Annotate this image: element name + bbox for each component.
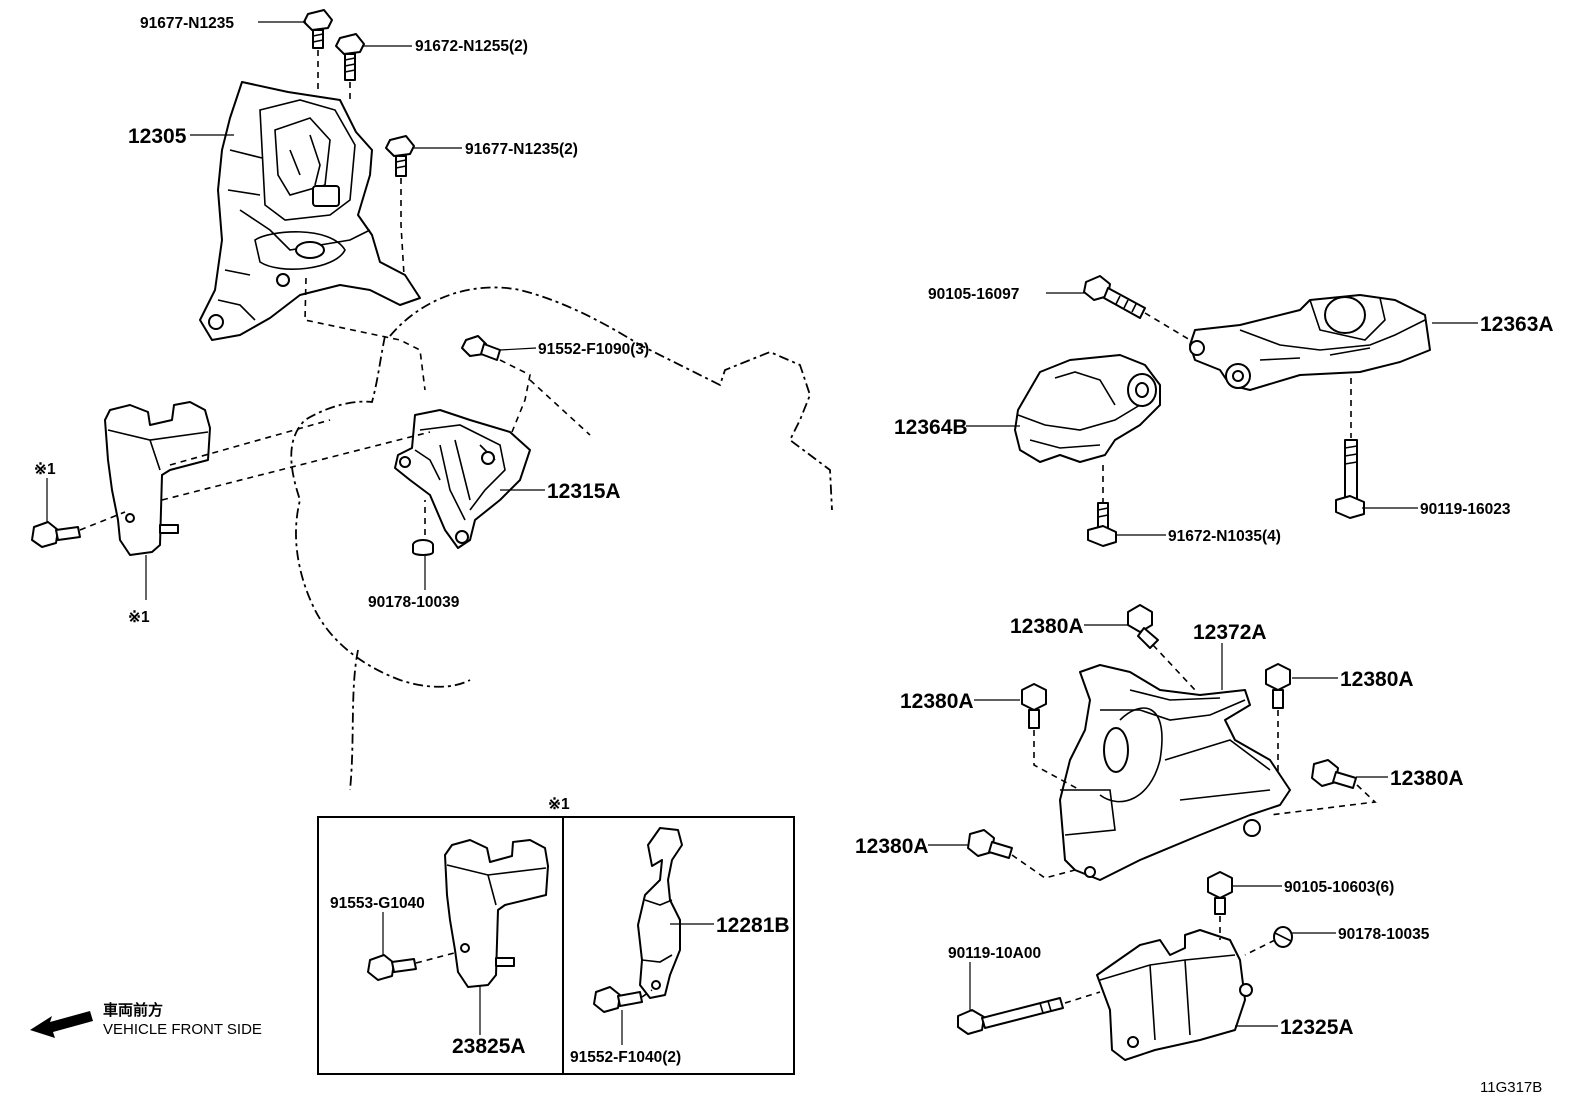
callout-mark-1-bottom: ※1: [128, 609, 150, 626]
diagram-id: 11G317B: [1480, 1079, 1542, 1096]
part-12315a-bracket: [394, 409, 531, 549]
callout-12305: 12305: [128, 125, 187, 148]
bolt-91552-f1090: [461, 335, 501, 361]
engine-outline: [290, 286, 833, 791]
callout-12281b: 12281B: [716, 914, 790, 937]
inset-box: [317, 816, 795, 1075]
bolt-90119-16023: [1335, 439, 1365, 519]
front-note-en: VEHICLE FRONT SIDE: [103, 1021, 262, 1038]
callout-12380a-1: 12380A: [1010, 615, 1084, 638]
nut-90178-10039: [412, 539, 434, 556]
bolt-91552-f1040: [593, 986, 643, 1013]
callout-12380a-3: 12380A: [900, 690, 974, 713]
nut-90178-10035: [1273, 926, 1293, 948]
callout-90105-10603: 90105-10603(6): [1284, 879, 1394, 896]
callout-91552-f1040: 91552-F1040(2): [570, 1049, 681, 1066]
leader-lines: [46, 21, 1478, 1045]
callout-91553-g1040: 91553-G1040: [330, 895, 425, 912]
part-23825a-bracket-left: [104, 401, 211, 556]
callout-12363a: 12363A: [1480, 313, 1554, 336]
bolt-12380a-4: [1311, 759, 1357, 789]
part-12364b-mount: [1014, 354, 1161, 463]
bolt-91677-n1235: [303, 9, 333, 49]
callout-23825a: 23825A: [452, 1035, 526, 1058]
bolt-91672-n1255: [335, 33, 365, 81]
callout-12325a: 12325A: [1280, 1016, 1354, 1039]
callout-91677-n1235-2: 91677-N1235(2): [465, 141, 578, 158]
part-12372a-mount: [1059, 664, 1291, 881]
part-12281b-bracket: [637, 827, 683, 999]
callout-90105-16097: 90105-16097: [928, 286, 1019, 303]
callout-91677-n1235: 91677-N1235: [140, 15, 234, 32]
part-12363a-torque-rod: [1189, 294, 1431, 391]
callout-12380a-4: 12380A: [1390, 767, 1464, 790]
bolt-91553-g1040: [367, 954, 417, 981]
part-23825a-bracket-inset: [444, 839, 549, 988]
callout-91552-f1090: 91552-F1090(3): [538, 341, 649, 358]
callout-12380a-2: 12380A: [1340, 668, 1414, 691]
bolt-91672-n1035: [1087, 502, 1117, 547]
callout-12315a: 12315A: [547, 480, 621, 503]
part-12305-mount-bracket: [199, 81, 421, 341]
callout-12364b: 12364B: [894, 416, 968, 439]
bolt-12380a-1: [1127, 604, 1159, 649]
part-12325a-bracket: [1096, 929, 1253, 1061]
callout-90178-10039: 90178-10039: [368, 594, 460, 611]
callout-91672-n1255: 91672-N1255(2): [415, 38, 528, 55]
bolt-90119-10a00: [957, 997, 1064, 1035]
callout-12380a-5: 12380A: [855, 835, 929, 858]
bolt-left-mark1: [31, 521, 81, 548]
bolt-90105-16097: [1083, 275, 1146, 319]
callout-90119-16023: 90119-16023: [1420, 501, 1511, 518]
vehicle-front-arrow-icon: [30, 1011, 93, 1038]
callout-mark-1-top: ※1: [34, 461, 56, 478]
bolt-12380a-2: [1265, 663, 1291, 709]
bolt-12380a-3: [1021, 683, 1047, 729]
bolt-91677-n1235-2: [385, 135, 415, 177]
callout-90178-10035: 90178-10035: [1338, 926, 1430, 943]
bolt-90105-10603: [1207, 871, 1233, 915]
callout-90119-10a00: 90119-10A00: [948, 945, 1041, 962]
front-note-jp: 車両前方: [103, 1001, 163, 1019]
bolt-12380a-5: [967, 829, 1013, 859]
callout-91672-n1035: 91672-N1035(4): [1168, 528, 1281, 545]
inset-marker: ※1: [548, 796, 570, 813]
callout-12372a: 12372A: [1193, 621, 1267, 644]
